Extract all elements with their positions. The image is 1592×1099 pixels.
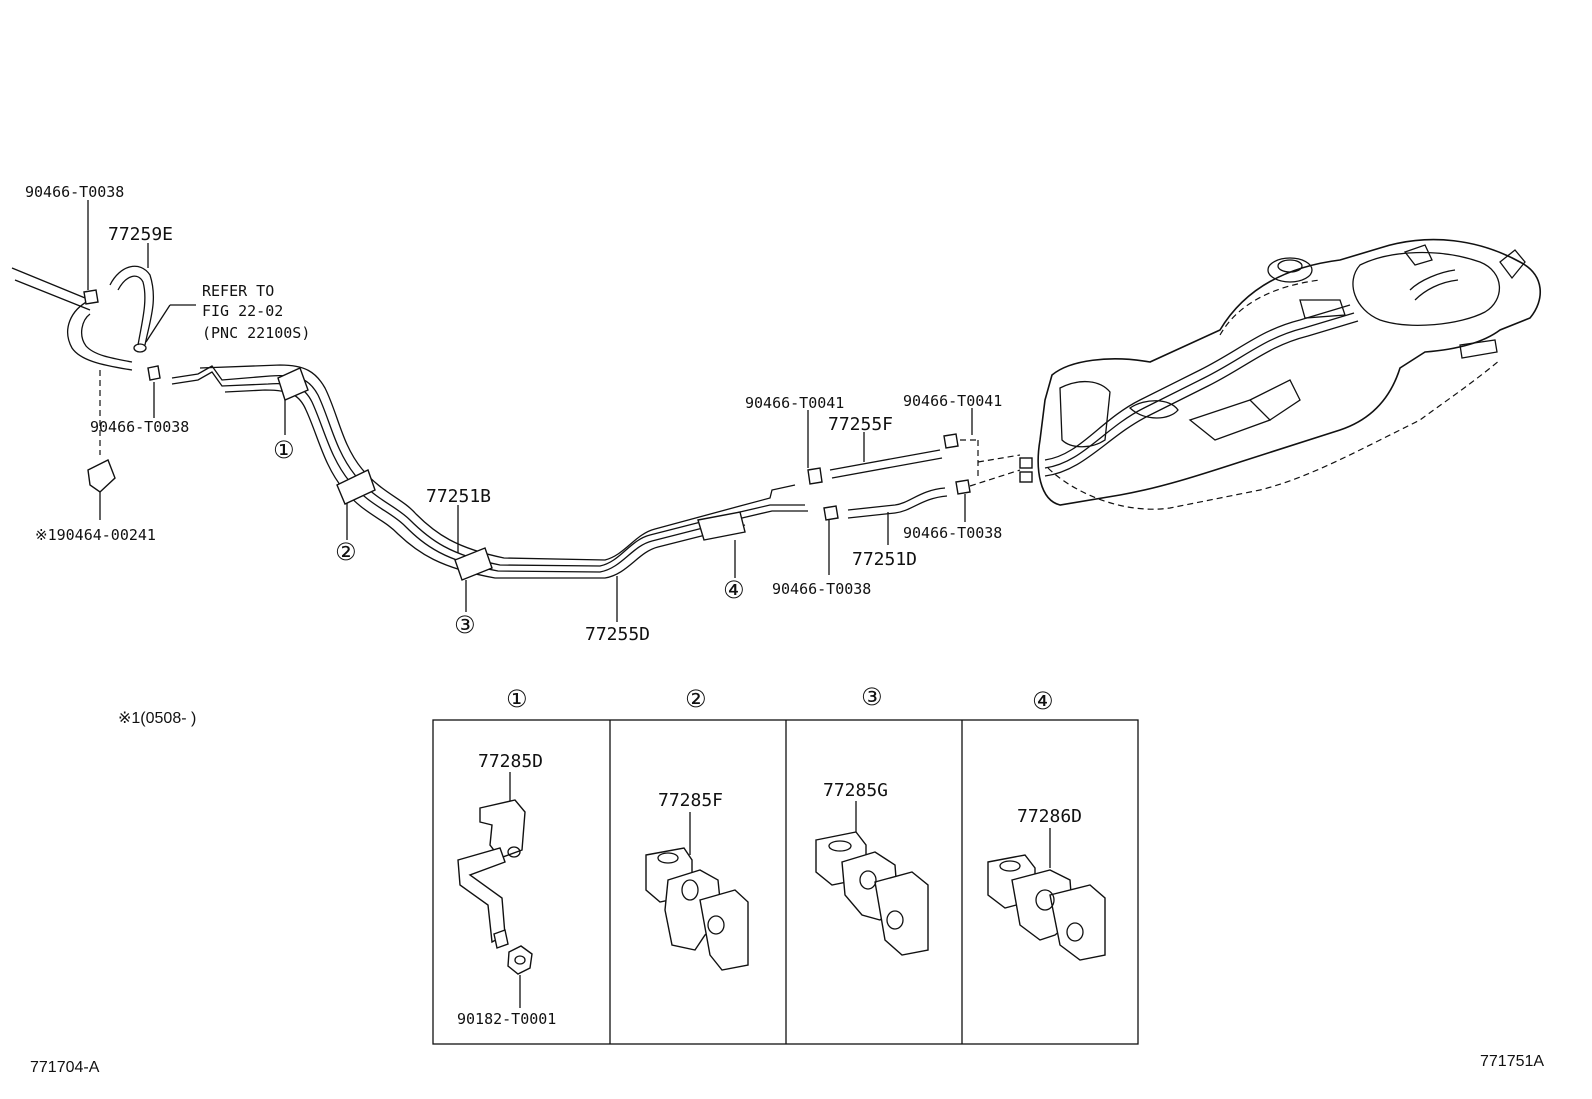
clip-label-right-lower: 90466-T0038: [903, 524, 1002, 542]
nut-90182-t0001: [507, 945, 533, 975]
note-range: ※1(0508- ): [118, 710, 196, 727]
leader-lines: [87, 200, 973, 622]
ref-marker-2: ②: [335, 538, 357, 566]
refer-line-1: REFER TO: [202, 282, 274, 300]
main-fuel-tubes: [171, 364, 808, 581]
panel-3-part-label: 77285G: [823, 780, 888, 801]
ref-marker-1: ①: [273, 436, 295, 464]
clamp-77285f: [645, 847, 749, 971]
clip-label-right-upper: 90466-T0041: [903, 392, 1002, 410]
hose-label-77259e: 77259E: [108, 224, 173, 245]
clip-label-mid-lower: 90466-T0038: [772, 580, 871, 598]
panel-marker-2: ②: [685, 685, 707, 713]
bracket-77285d: [457, 799, 526, 949]
tube-label-77251b: 77251B: [426, 486, 491, 507]
clamp-77285g: [815, 831, 929, 956]
clamp-77286d: [987, 854, 1106, 961]
hose-label-77255f: 77255F: [828, 414, 893, 435]
tube-label-77255d: 77255D: [585, 624, 650, 645]
refer-line-2: FIG 22-02: [202, 302, 283, 320]
right-hoses: [807, 433, 1021, 521]
panel-marker-1: ①: [506, 685, 528, 713]
panel-marker-3: ③: [861, 683, 883, 711]
detail-panels: ① ② ③ ④ 77285D 90182-T0001 77285F: [432, 683, 1139, 1045]
clamp-note: ※190464-00241: [35, 526, 156, 544]
ref-marker-3: ③: [454, 611, 476, 639]
footer-left-code: 771704-A: [30, 1059, 100, 1076]
panel-marker-4: ④: [1032, 687, 1054, 715]
panel-4-part-label: 77286D: [1017, 806, 1082, 827]
clip-label-top-left: 90466-T0038: [25, 183, 124, 201]
ref-marker-4: ④: [723, 576, 745, 604]
clip-label-mid-upper: 90466-T0041: [745, 394, 844, 412]
clip-label-left-lower: 90466-T0038: [90, 418, 189, 436]
refer-line-3: (PNC 22100S): [202, 324, 310, 342]
panel-1-part-label: 77285D: [478, 751, 543, 772]
fuel-tank: [1019, 238, 1542, 510]
footer-right-code: 771751A: [1480, 1053, 1544, 1070]
panel-1-sub-part-label: 90182-T0001: [457, 1010, 556, 1028]
panel-2-part-label: 77285F: [658, 790, 723, 811]
left-hoses: [11, 265, 161, 520]
hose-label-77251d: 77251D: [852, 549, 917, 570]
